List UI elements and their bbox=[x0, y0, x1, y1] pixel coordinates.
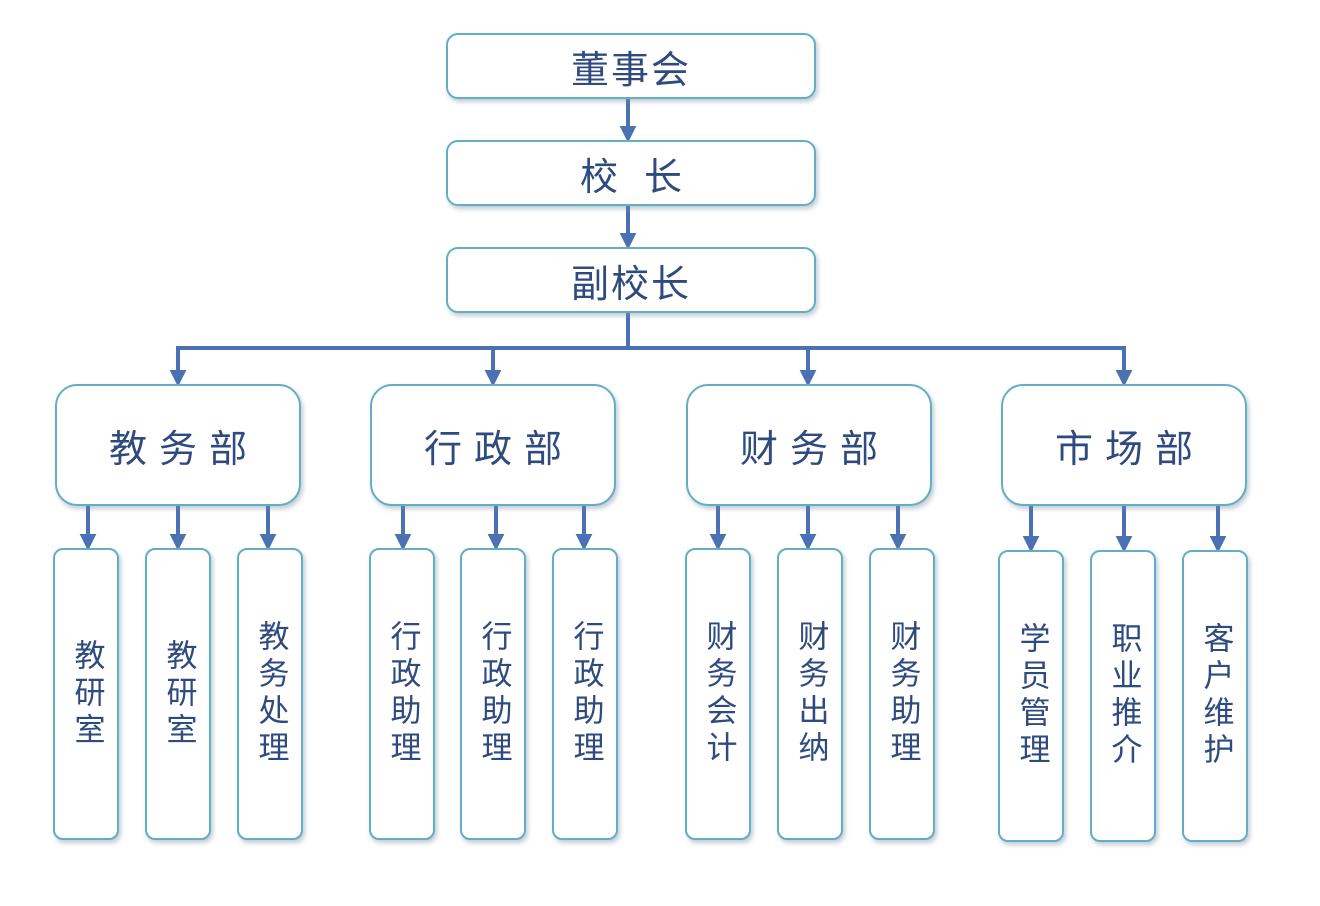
dept-finance-unit-3: 财务助理 bbox=[869, 548, 935, 840]
dept-finance-unit-1: 财务会计 bbox=[685, 548, 751, 840]
dept-admin-unit-2-label: 行政助理 bbox=[475, 620, 512, 768]
dept-marketing-unit-1-label: 学员管理 bbox=[1013, 622, 1050, 770]
dept-admin-unit-2: 行政助理 bbox=[460, 548, 526, 840]
dept-admin-unit-1-label: 行政助理 bbox=[384, 620, 421, 768]
dept-academic-unit-3: 教务处理 bbox=[237, 548, 303, 840]
dept-admin-box: 行政部 bbox=[370, 384, 616, 506]
dept-academic-unit-1: 教研室 bbox=[53, 548, 119, 840]
dept-admin-box-label: 行政部 bbox=[423, 426, 574, 471]
dept-academic-unit-3-label: 教务处理 bbox=[252, 620, 289, 768]
dept-academic-unit-2-label: 教研室 bbox=[160, 638, 197, 750]
dept-admin-unit-3: 行政助理 bbox=[552, 548, 618, 840]
board-box-label: 董事会 bbox=[570, 47, 691, 92]
dept-finance-unit-2: 财务出纳 bbox=[777, 548, 843, 840]
dept-academic-box: 教务部 bbox=[55, 384, 301, 506]
dept-admin-unit-1: 行政助理 bbox=[369, 548, 435, 840]
board-box: 董事会 bbox=[446, 33, 816, 99]
dept-marketing-box: 市场部 bbox=[1001, 384, 1247, 506]
dept-finance-box-label: 财务部 bbox=[739, 426, 890, 471]
dept-finance-unit-2-label: 财务出纳 bbox=[792, 620, 829, 768]
dept-finance-unit-1-label: 财务会计 bbox=[700, 620, 737, 768]
principal-box-label: 校长 bbox=[579, 154, 708, 199]
dept-academic-box-label: 教务部 bbox=[108, 426, 259, 471]
dept-marketing-unit-3: 客户维护 bbox=[1182, 550, 1248, 842]
dept-marketing-unit-3-label: 客户维护 bbox=[1197, 622, 1234, 770]
dept-admin-unit-3-label: 行政助理 bbox=[567, 620, 604, 768]
dept-marketing-box-label: 市场部 bbox=[1054, 426, 1205, 471]
dept-academic-unit-1-label: 教研室 bbox=[68, 638, 105, 750]
dept-marketing-unit-1: 学员管理 bbox=[998, 550, 1064, 842]
vice-principal-box-label: 副校长 bbox=[570, 261, 691, 306]
dept-academic-unit-2: 教研室 bbox=[145, 548, 211, 840]
vice-principal-box: 副校长 bbox=[446, 247, 816, 313]
dept-finance-unit-3-label: 财务助理 bbox=[884, 620, 921, 768]
dept-finance-box: 财务部 bbox=[686, 384, 932, 506]
dept-marketing-unit-2: 职业推介 bbox=[1090, 550, 1156, 842]
dept-marketing-unit-2-label: 职业推介 bbox=[1105, 622, 1142, 770]
principal-box: 校长 bbox=[446, 140, 816, 206]
